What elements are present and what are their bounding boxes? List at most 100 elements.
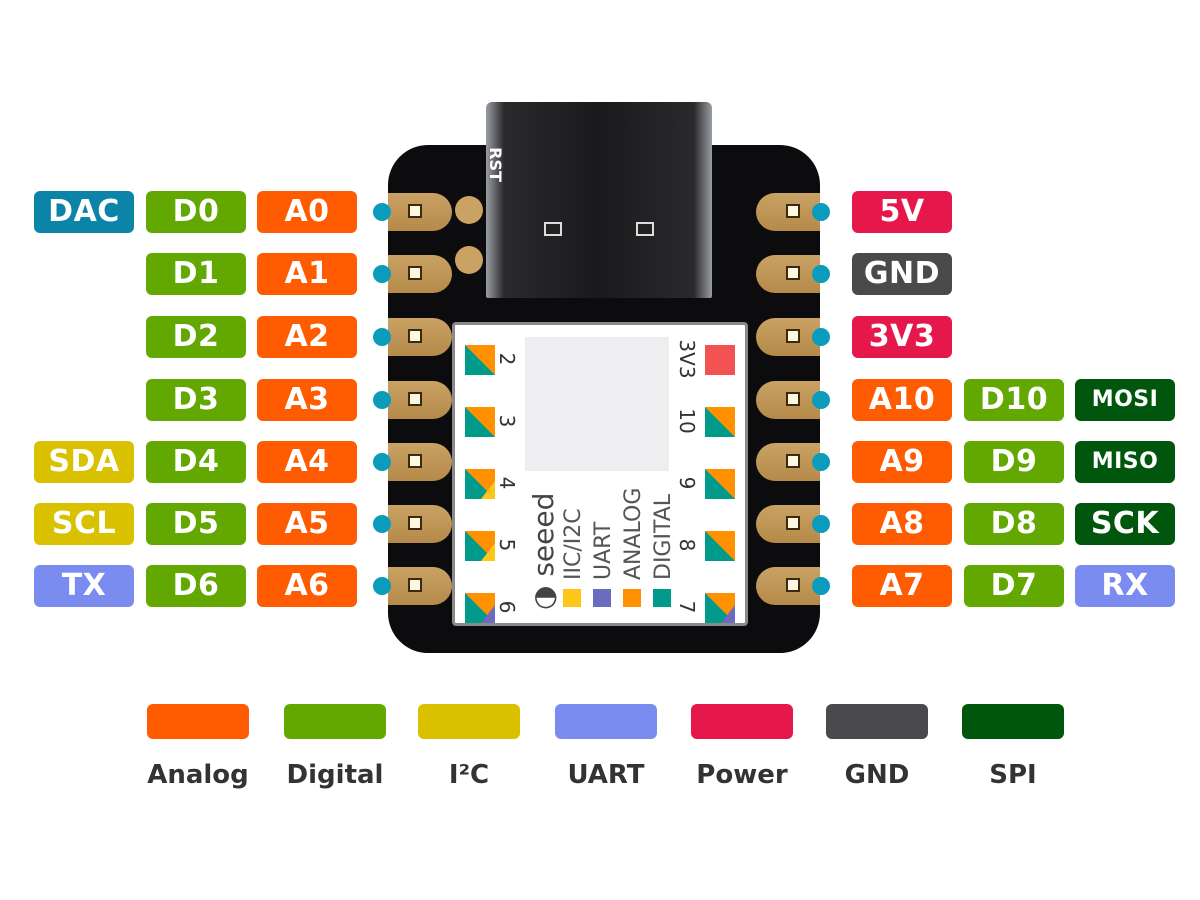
usb-slot xyxy=(636,222,654,236)
module-legend-swatch xyxy=(653,589,671,607)
reset-pad xyxy=(455,246,483,274)
pin-hole xyxy=(408,516,422,530)
module-pin-number: 10 xyxy=(675,408,699,434)
pin-label-d9: D9 xyxy=(964,441,1064,483)
pin-dot xyxy=(812,328,830,346)
pin-label-a8: A8 xyxy=(852,503,952,545)
pin-dot xyxy=(812,265,830,283)
module-pin-square xyxy=(465,593,495,623)
pin-label-a2: A2 xyxy=(257,316,357,358)
pin-dot xyxy=(373,453,391,471)
module-legend-label: ANALOG xyxy=(621,487,646,580)
legend-swatch-spi xyxy=(962,704,1064,739)
pin-hole xyxy=(408,578,422,592)
module-pin-number: 6 xyxy=(495,600,519,614)
legend-swatch-i2c xyxy=(418,704,520,739)
pin-hole xyxy=(408,204,422,218)
legend-label-digital: Digital xyxy=(286,760,384,790)
module-pin-square xyxy=(705,593,735,623)
legend-swatch-uart xyxy=(555,704,657,739)
pin-label-5v: 5V xyxy=(852,191,952,233)
module-legend-label: UART xyxy=(591,521,616,580)
pin-label-d1: D1 xyxy=(146,253,246,295)
pin-pad xyxy=(388,505,452,543)
module-pin-square xyxy=(705,531,735,561)
legend-label-i2c: I²C xyxy=(448,760,490,790)
pin-hole xyxy=(408,266,422,280)
pin-label-d7: D7 xyxy=(964,565,1064,607)
module-pin-number: 3V3 xyxy=(675,339,699,379)
pin-pad xyxy=(388,443,452,481)
pin-hole xyxy=(786,516,800,530)
pin-hole xyxy=(408,329,422,343)
pin-label-scl: SCL xyxy=(34,503,134,545)
module-legend-swatch xyxy=(563,589,581,607)
pin-label-d4: D4 xyxy=(146,441,246,483)
pin-dot xyxy=(373,203,391,221)
pin-dot xyxy=(812,203,830,221)
module-pin-square xyxy=(705,345,735,375)
pin-dot xyxy=(812,453,830,471)
pin-label-3v3: 3V3 xyxy=(852,316,952,358)
pin-dot xyxy=(373,328,391,346)
pin-label-a0: A0 xyxy=(257,191,357,233)
pin-label-d0: D0 xyxy=(146,191,246,233)
pin-label-miso: MISO xyxy=(1075,441,1175,483)
legend-label-gnd: GND xyxy=(844,760,910,790)
legend-label-analog: Analog xyxy=(147,760,249,790)
pin-pad xyxy=(756,193,820,231)
module-legend-label: IIC/I2C xyxy=(561,508,586,580)
module-pin-number: 2 xyxy=(495,352,519,366)
pin-dot xyxy=(373,577,391,595)
pin-hole xyxy=(786,266,800,280)
module-pin-number: 3 xyxy=(495,414,519,428)
pin-hole xyxy=(786,578,800,592)
pin-hole xyxy=(786,454,800,468)
pin-hole xyxy=(408,392,422,406)
pin-pad xyxy=(756,381,820,419)
reset-pad xyxy=(455,196,483,224)
pin-dot xyxy=(812,391,830,409)
pin-hole xyxy=(408,454,422,468)
legend-label-spi: SPI xyxy=(989,760,1037,790)
legend-swatch-digital xyxy=(284,704,386,739)
pin-pad xyxy=(388,318,452,356)
pin-label-d2: D2 xyxy=(146,316,246,358)
rst-label: RST xyxy=(485,147,505,182)
pin-dot xyxy=(812,577,830,595)
pin-label-dac: DAC xyxy=(34,191,134,233)
legend-swatch-power xyxy=(691,704,793,739)
pin-label-a3: A3 xyxy=(257,379,357,421)
pin-label-a6: A6 xyxy=(257,565,357,607)
pin-label-a9: A9 xyxy=(852,441,952,483)
pin-label-a4: A4 xyxy=(257,441,357,483)
module-legend-label: DIGITAL xyxy=(651,493,676,580)
pin-dot xyxy=(373,391,391,409)
module-legend-swatch xyxy=(593,589,611,607)
pin-label-a7: A7 xyxy=(852,565,952,607)
seeed-logo: ◑ seeed xyxy=(527,492,560,610)
module-pin-square xyxy=(465,407,495,437)
legend-swatch-analog xyxy=(147,704,249,739)
pin-label-a5: A5 xyxy=(257,503,357,545)
pin-label-sda: SDA xyxy=(34,441,134,483)
pin-hole xyxy=(786,392,800,406)
pin-label-d10: D10 xyxy=(964,379,1064,421)
pin-label-d3: D3 xyxy=(146,379,246,421)
pin-pad xyxy=(756,255,820,293)
pin-dot xyxy=(373,515,391,533)
pin-pad xyxy=(388,255,452,293)
module-pin-square xyxy=(465,345,495,375)
module-pin-square xyxy=(465,531,495,561)
module-pin-square xyxy=(705,407,735,437)
usb-slot xyxy=(544,222,562,236)
legend-label-uart: UART xyxy=(567,760,645,790)
module-pin-number: 8 xyxy=(675,538,699,552)
pin-label-sck: SCK xyxy=(1075,503,1175,545)
module-pin-number: 5 xyxy=(495,538,519,552)
module-legend-swatch xyxy=(623,589,641,607)
pin-label-mosi: MOSI xyxy=(1075,379,1175,421)
module-pin-number: 9 xyxy=(675,476,699,490)
pin-dot xyxy=(812,515,830,533)
pin-hole xyxy=(786,204,800,218)
